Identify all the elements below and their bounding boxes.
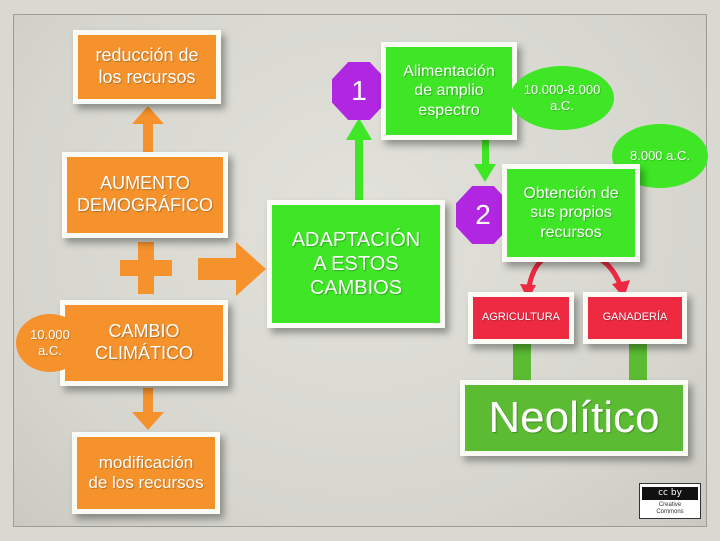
agricultura-label: AGRICULTURA [481, 311, 561, 324]
modificacion-box: modificación de los recursos [72, 432, 220, 514]
adaptacion-box: ADAPTACIÓN A ESTOS CAMBIOS [267, 200, 445, 328]
reduccion-box: reducción de los recursos [73, 30, 221, 104]
ganaderia-box: GANADERÍA [583, 292, 687, 344]
modificacion-label: modificación de los recursos [88, 452, 204, 492]
badge-1: 1 [332, 62, 386, 120]
cc-by-icon: cc by [642, 486, 698, 500]
plus-sign [120, 242, 172, 294]
alimentacion-date-ellipse: 10.000-8.000 a.C. [510, 66, 614, 130]
badge-2-number: 2 [475, 199, 491, 230]
license-badge: cc by Creative Commons [639, 483, 701, 519]
badge-2: 2 [456, 186, 510, 244]
reduccion-label: reducción de los recursos [95, 45, 199, 87]
arrow-up-reduccion [132, 106, 164, 156]
badge-1-number: 1 [351, 75, 367, 106]
cambio-box: CAMBIO CLIMÁTICO [60, 300, 228, 386]
arrow-down-obtencion [474, 140, 496, 182]
license-caption: Creative Commons [656, 501, 684, 515]
obtencion-label: Obtención de sus propios recursos [523, 185, 619, 241]
alimentacion-box: Alimentación de amplio espectro [381, 42, 517, 140]
obtencion-date-label: 8.000 a.C. [630, 148, 690, 164]
adaptacion-label: ADAPTACIÓN A ESTOS CAMBIOS [291, 229, 421, 299]
cambio-label: CAMBIO CLIMÁTICO [94, 321, 193, 363]
alimentacion-date-label: 10.000-8.000 a.C. [523, 82, 601, 113]
agricultura-box: AGRICULTURA [468, 292, 574, 344]
aumento-box: AUMENTO DEMOGRÁFICO [62, 152, 228, 238]
aumento-label: AUMENTO DEMOGRÁFICO [76, 173, 213, 215]
cambio-date-label: 10.000 a.C. [30, 327, 70, 358]
neolitico-label: Neolítico [488, 392, 660, 442]
arrow-right-adaptacion [198, 242, 266, 296]
arrow-down-modificacion [132, 388, 164, 430]
connector-ganaderia-neolitico [629, 340, 647, 382]
neolitico-box: Neolítico [460, 380, 688, 456]
connector-agricultura-neolitico [513, 340, 531, 382]
cambio-date-ellipse: 10.000 a.C. [16, 314, 84, 372]
alimentacion-label: Alimentación de amplio espectro [403, 63, 495, 119]
obtencion-box: Obtención de sus propios recursos [502, 164, 640, 262]
ganaderia-label: GANADERÍA [602, 311, 668, 324]
arrow-up-badge1 [346, 118, 372, 200]
